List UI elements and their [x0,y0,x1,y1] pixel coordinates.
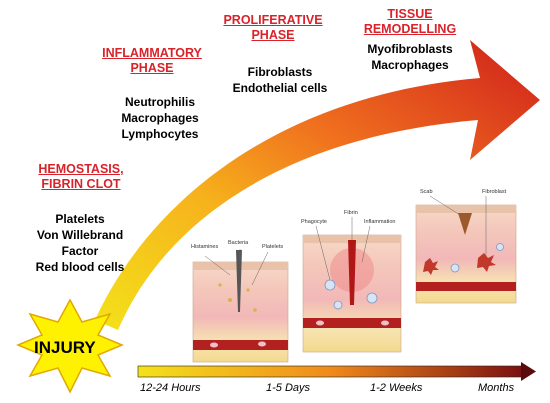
phase-title-proliferative: PROLIFERATIVE PHASE [223,13,323,42]
cells-hemostasis: Platelets Von Willebrand Factor Red bloo… [35,212,125,274]
healing-progress-arrow [95,40,540,330]
timeline-label-weeks: 1-2 Weeks [370,382,423,394]
cells-remodelling: Myofibroblasts Macrophages [367,42,453,72]
panel-2-label-fibrin: Fibrin [344,210,358,216]
timeline-bar [137,365,524,378]
timeline-label-hours: 12-24 Hours [140,382,201,394]
phase-title-remodelling: TISSUE REMODELLING [363,7,457,36]
cells-inflammatory: Neutrophilis Macrophages Lymphocytes [121,95,199,141]
panel-3-label-scab: Scab [420,189,433,195]
panel-1-label-platelets: Platelets [262,244,284,250]
cells-proliferative: Fibroblasts Endothelial cells [232,65,328,95]
phase-title-inflammatory: INFLAMMATORY PHASE [102,46,202,75]
timeline-arrowhead [521,362,536,381]
injury-star-icon [16,298,124,394]
phase-title-hemostasis: HEMOSTASIS, FIBRIN CLOT [38,162,124,191]
panel-3-label-fibroblast: Fibroblast [482,189,507,195]
injury-label: INJURY [34,338,96,357]
timeline-label-months: Months [478,382,515,394]
panel-2-label-inflammation: Inflammation [364,219,396,225]
skin-panel-3-illustration [415,195,517,304]
panel-1-label-bacteria: Bacteria [228,240,249,246]
skin-panel-1-illustration [192,249,289,363]
timeline-label-days: 1-5 Days [266,382,311,394]
panel-2-label-phagocyte: Phagocyte [301,219,327,225]
skin-panel-2-illustration [302,217,402,353]
panel-1-label-histamines: Histamines [191,244,219,250]
